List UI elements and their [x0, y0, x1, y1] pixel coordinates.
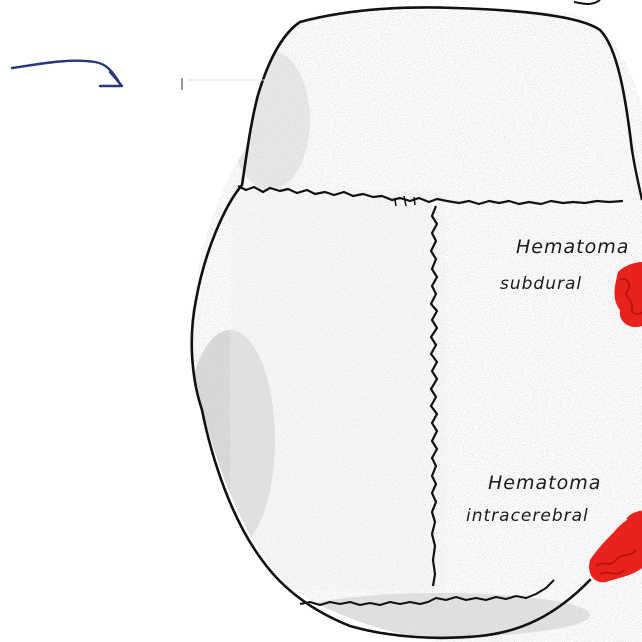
label-hematoma-intracerebral-line1: Hematoma: [488, 474, 601, 493]
label-hematoma-subdural-line1: Hematoma: [516, 238, 629, 257]
curved-arrow-icon: [12, 61, 122, 86]
skull-shading: [180, 0, 642, 642]
label-hematoma-subdural-line2: subdural: [500, 276, 582, 293]
label-hematoma-intracerebral-line2: intracerebral: [466, 508, 589, 525]
